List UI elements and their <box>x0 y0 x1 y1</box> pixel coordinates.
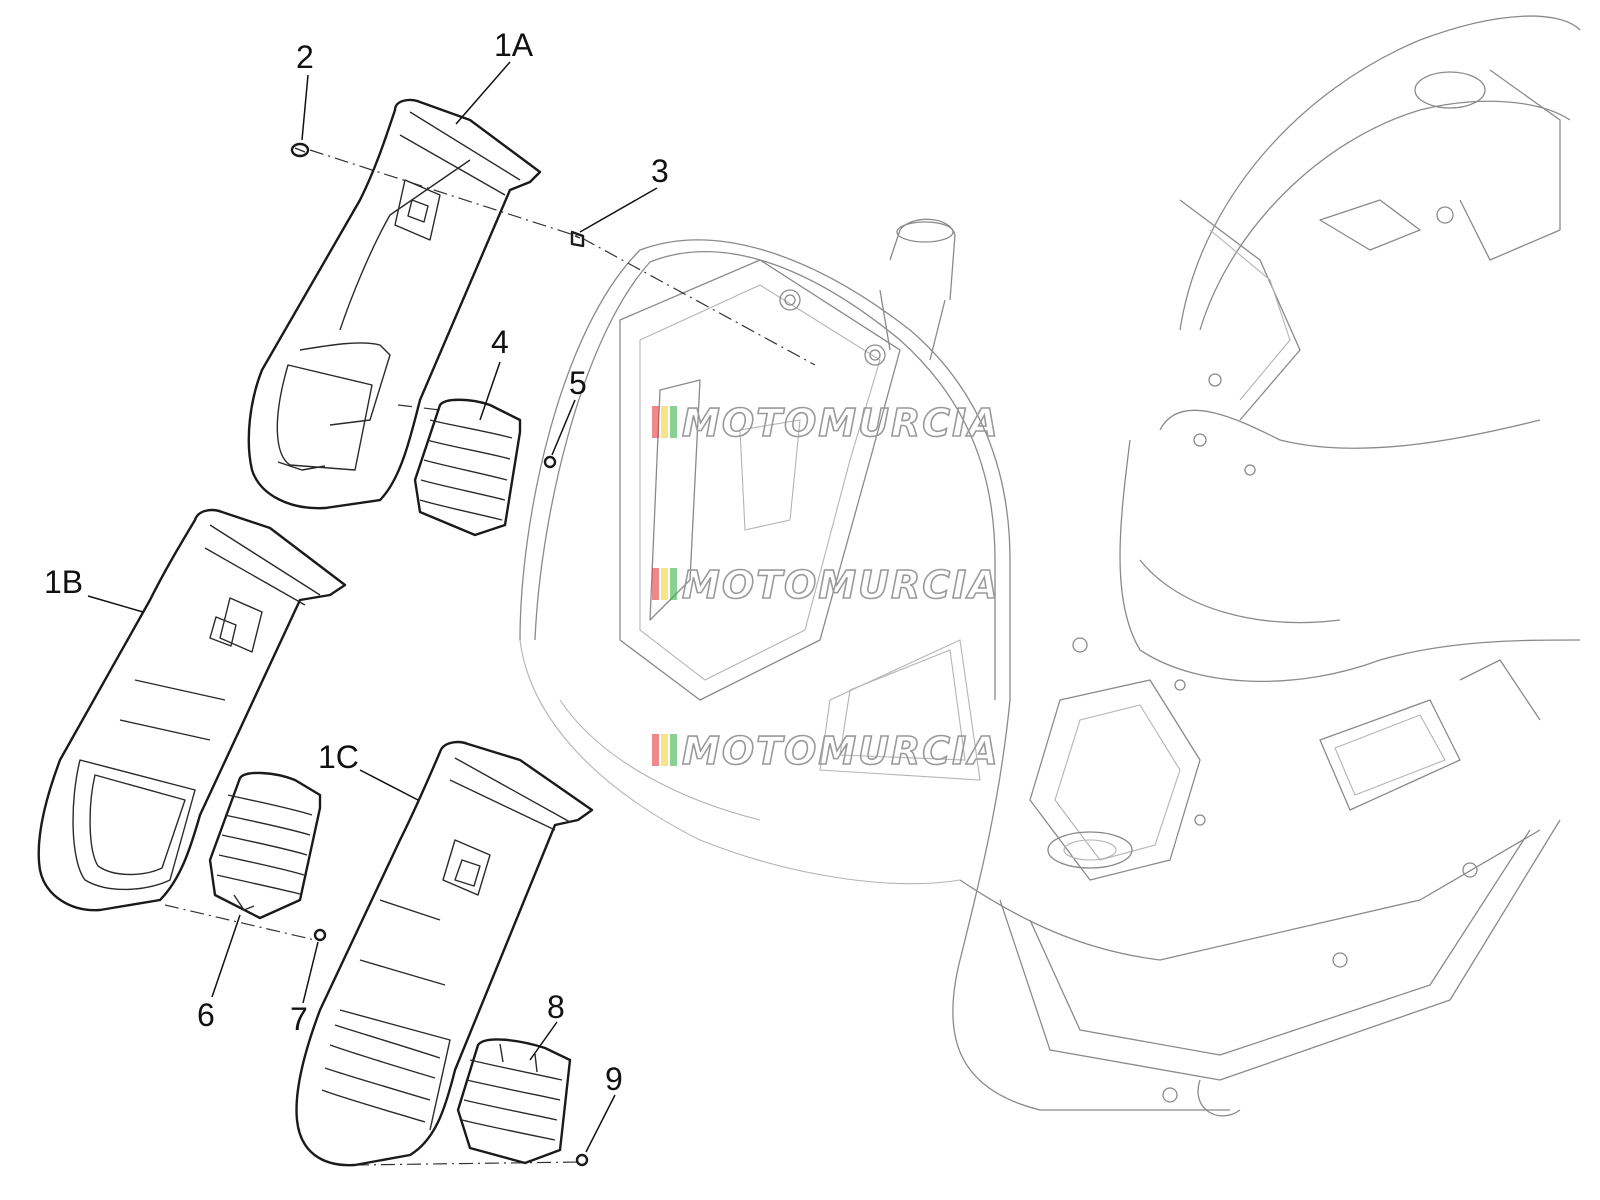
callout-9: 9 <box>605 1061 623 1097</box>
callout-1b: 1B <box>44 564 83 600</box>
part-8-grille <box>456 1038 572 1165</box>
callout-labels: 2 1A 3 4 5 1B 1C 6 7 8 9 <box>44 27 669 1097</box>
part-2-screw-icon <box>290 142 310 158</box>
watermark-stripes <box>652 734 677 766</box>
callout-7: 7 <box>290 1001 308 1037</box>
part-1c-cover <box>295 740 594 1167</box>
clip-boss-icon <box>394 179 441 241</box>
part-9-screw-icon <box>575 1153 589 1167</box>
callout-8: 8 <box>547 989 565 1025</box>
callout-2: 2 <box>296 39 314 75</box>
callout-3: 3 <box>651 153 669 189</box>
part-7-screw-icon <box>313 928 327 942</box>
part-1a-cover <box>247 98 542 510</box>
assembly-lines <box>164 149 816 1166</box>
scooter-body-frame <box>519 15 1581 1117</box>
part-1b-cover <box>37 508 347 912</box>
callout-1c: 1C <box>318 739 359 775</box>
callout-4: 4 <box>491 324 509 360</box>
watermark-3: MOTOMURCIA <box>652 728 1000 774</box>
watermark-stripes <box>652 568 677 600</box>
part-3-clip-icon <box>570 230 585 248</box>
watermark-stripes <box>652 406 677 438</box>
callout-6: 6 <box>197 997 215 1033</box>
watermark-text: MOTOMURCIA <box>682 401 1000 445</box>
callout-5: 5 <box>569 365 587 401</box>
callout-1a: 1A <box>494 27 534 63</box>
watermark-text: MOTOMURCIA <box>682 729 1000 773</box>
watermark-1: MOTOMURCIA <box>652 400 1000 446</box>
part-5-screw-icon <box>543 455 557 469</box>
watermark-2: MOTOMURCIA <box>652 562 1000 608</box>
part-4-grille <box>413 398 522 537</box>
leader-lines <box>87 61 658 1153</box>
part-6-grille <box>208 771 322 920</box>
watermark-text: MOTOMURCIA <box>682 563 1000 607</box>
